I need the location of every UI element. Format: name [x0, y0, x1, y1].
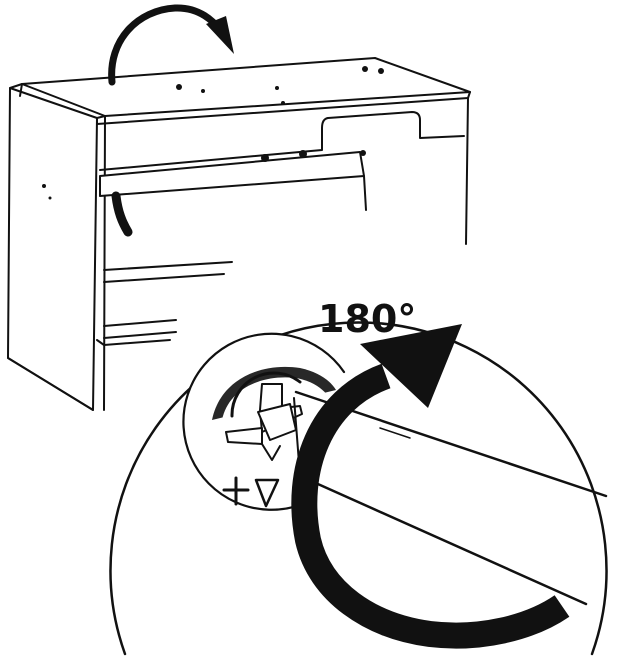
rotate-180-arrow-icon: [291, 324, 570, 649]
triangle-mark-icon: [254, 478, 280, 508]
back-cutout: [327, 111, 465, 139]
rotate-arrow-icon: [108, 4, 234, 237]
top-rail: [21, 57, 471, 117]
plus-mark-icon: [222, 476, 250, 506]
cabinet-frame: [7, 57, 471, 411]
rotation-label: 180°: [318, 297, 416, 341]
left-side-panel: [7, 87, 98, 411]
